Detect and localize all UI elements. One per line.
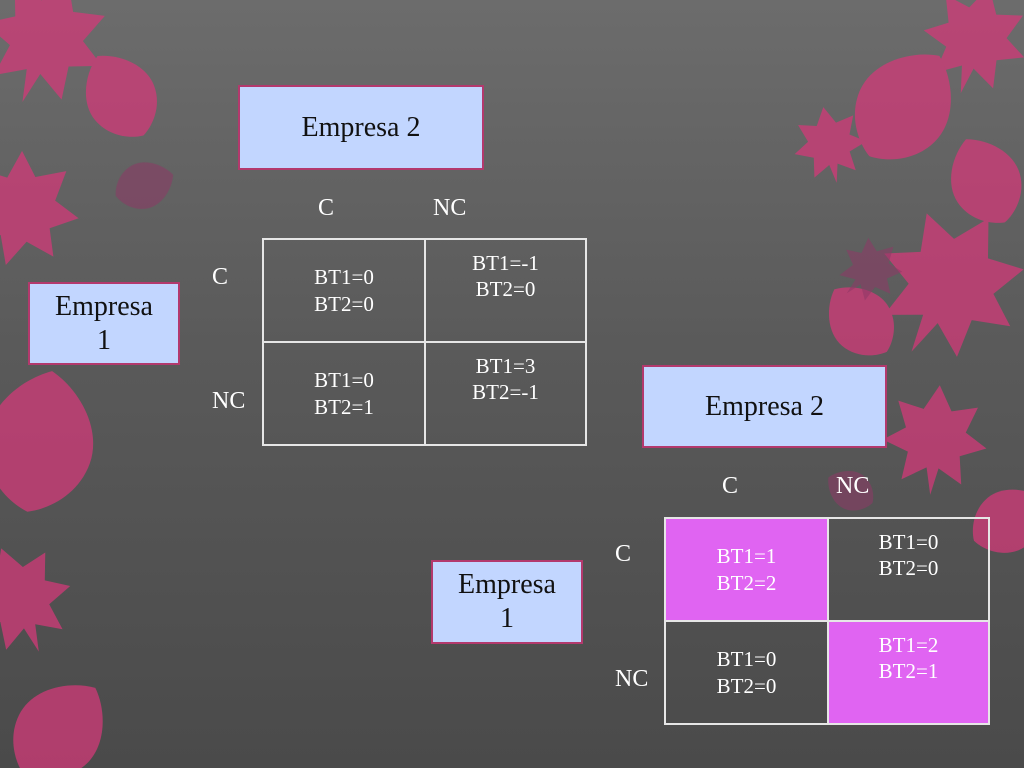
bottom-payoff-matrix: BT1=1 BT2=2 BT1=0 BT2=0 BT1=0 BT2=0 BT1=… [664,517,990,725]
bottom-row-header-nc: NC [615,666,649,692]
top-row-player-text: Empresa 1 [55,290,153,356]
payoff-bt1: BT1=0 [878,530,939,554]
bottom-cell-c-c: BT1=1 BT2=2 [664,517,829,622]
top-cell-c-c: BT1=0 BT2=0 [262,238,426,343]
payoff-bt2: BT2=1 [314,394,374,419]
top-col-header-c: C [318,195,335,221]
payoff-bt2: BT2=-1 [472,380,539,405]
payoff-bt1: BT1=0 [716,647,777,672]
payoff-bt2: BT2=0 [314,291,374,316]
bottom-col-header-c: C [722,473,739,499]
payoff-bt2: BT2=1 [878,659,939,684]
top-column-player-label: Empresa 2 [238,85,484,170]
bottom-column-player-label: Empresa 2 [642,365,887,448]
payoff-bt1: BT1=0 [314,368,374,393]
top-row-header-nc: NC [212,388,246,414]
top-col-header-nc: NC [433,195,467,221]
bottom-cell-c-nc: BT1=0 BT2=0 [827,517,990,622]
top-payoff-matrix: BT1=0 BT2=0 BT1=-1 BT2=0 BT1=0 BT2=1 BT1… [262,238,587,446]
payoff-bt1: BT1=0 [314,265,374,290]
payoff-bt2: BT2=0 [716,673,777,698]
bottom-row-player-text: Empresa 1 [458,569,556,634]
top-cell-nc-c: BT1=0 BT2=1 [262,341,426,446]
bottom-col-header-nc: NC [836,473,870,499]
payoff-bt2: BT2=0 [475,277,536,302]
top-cell-nc-nc: BT1=3 BT2=-1 [424,341,587,446]
bottom-cell-nc-nc: BT1=2 BT2=1 [827,620,990,725]
bottom-row-header-c: C [615,541,632,567]
bottom-cell-nc-c: BT1=0 BT2=0 [664,620,829,725]
payoff-bt2: BT2=0 [878,556,939,581]
payoff-bt1: BT1=2 [878,633,939,657]
payoff-bt1: BT1=-1 [472,251,539,275]
top-cell-c-nc: BT1=-1 BT2=0 [424,238,587,343]
payoff-bt2: BT2=2 [716,570,777,595]
bottom-row-player-label: Empresa 1 [431,560,583,644]
payoff-bt1: BT1=3 [475,354,536,378]
payoff-bt1: BT1=1 [716,544,777,569]
top-row-player-label: Empresa 1 [28,282,180,365]
top-row-header-c: C [212,264,229,290]
